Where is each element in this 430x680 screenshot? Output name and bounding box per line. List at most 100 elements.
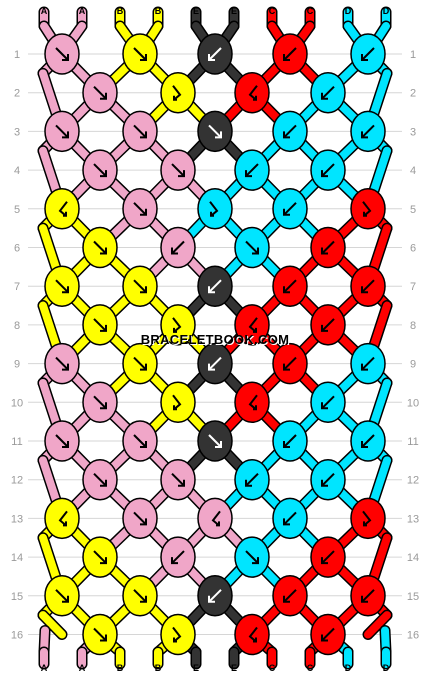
knot-arrow-icon	[93, 163, 107, 178]
arrow-head	[62, 441, 69, 448]
knot-arrow-icon	[172, 626, 182, 643]
arrow-head	[283, 441, 290, 448]
knot-arrow-icon	[248, 85, 258, 101]
row-label-left: 6	[14, 243, 20, 255]
arrow-shaft	[55, 589, 69, 603]
knot-arrow-icon	[361, 434, 375, 448]
arrow-head	[253, 327, 257, 333]
knot-arrow-icon	[362, 510, 372, 527]
top-string-label: E	[193, 6, 199, 16]
arrow-head	[62, 595, 69, 603]
arrow-head	[173, 405, 177, 411]
row-label-left: 4	[14, 165, 20, 177]
knot-arrow-icon	[55, 434, 69, 448]
arrow-head	[321, 92, 328, 100]
arrow-shaft	[321, 240, 335, 255]
arrow-shaft	[133, 434, 147, 448]
arrow-head	[361, 363, 368, 371]
knot-arrow-icon	[208, 47, 222, 61]
arrow-shaft	[171, 550, 185, 564]
arrow-head	[215, 441, 222, 448]
arrow-head	[140, 595, 147, 603]
arrow-shaft	[248, 626, 258, 643]
knot-arrow-icon	[133, 279, 147, 294]
knot-arrow-icon	[321, 240, 335, 255]
arrow-shaft	[245, 163, 259, 177]
edge-thread	[364, 611, 391, 639]
arrow-head	[140, 518, 147, 526]
row-label-right: 11	[407, 436, 418, 448]
arrow-head	[253, 637, 257, 643]
row-label-left: 13	[11, 513, 23, 525]
arrow-head	[216, 521, 220, 527]
arrow-shaft	[55, 279, 69, 293]
bottom-string-label: B	[117, 663, 124, 673]
arrow-shaft	[93, 395, 107, 410]
arrow-head	[63, 211, 67, 217]
arrow-shaft	[283, 356, 297, 371]
knot-arrow-icon	[283, 279, 297, 294]
arrow-shaft	[245, 240, 259, 255]
knot-arrow-icon	[171, 240, 185, 255]
arrow-head	[283, 131, 290, 139]
arrow-head	[173, 637, 177, 643]
row-label-left: 9	[14, 359, 20, 371]
top-string-label: E	[231, 6, 237, 16]
top-string-label: D	[383, 6, 390, 16]
knot-arrow-icon	[133, 589, 147, 603]
arrow-shaft	[321, 163, 335, 177]
bottom-string-label: D	[345, 663, 352, 673]
arrow-head	[283, 518, 290, 526]
knot-arrow-icon	[171, 550, 185, 565]
row-label-left: 2	[14, 88, 20, 100]
arrow-shaft	[361, 589, 375, 603]
knot-arrow-icon	[283, 356, 297, 371]
knot-arrow-icon	[245, 240, 259, 255]
row-label-right: 12	[407, 475, 419, 487]
knot-arrow-icon	[55, 124, 69, 139]
row-label-right: 15	[407, 591, 419, 603]
top-string-label: C	[307, 6, 314, 16]
row-label-left: 10	[11, 397, 23, 409]
arrow-head	[283, 286, 290, 294]
knot-arrow-icon	[55, 589, 69, 603]
arrow-shaft	[283, 434, 297, 448]
knot-arrow-icon	[321, 318, 335, 332]
knot-arrow-icon	[55, 47, 69, 61]
knot-arrow-icon	[245, 472, 259, 487]
bottom-string-label: C	[307, 663, 314, 673]
arrow-shaft	[208, 589, 222, 603]
arrow-shaft	[133, 511, 147, 526]
top-string-label: A	[79, 6, 86, 16]
arrow-shaft	[321, 472, 335, 487]
arrow-shaft	[283, 511, 297, 526]
arrow-shaft	[362, 201, 372, 217]
row-label-right: 14	[407, 552, 419, 564]
arrow-shaft	[208, 124, 222, 139]
knot-arrow-icon	[362, 201, 372, 217]
bottom-string-label: A	[41, 663, 48, 673]
arrow-shaft	[361, 47, 375, 61]
knot-arrow-icon	[58, 510, 68, 527]
bottom-string-label: D	[383, 663, 390, 673]
arrow-head	[173, 327, 177, 333]
row-label-right: 1	[410, 49, 416, 61]
knot-arrow-icon	[171, 472, 185, 487]
knot-arrow-icon	[361, 356, 375, 371]
arrow-head	[140, 54, 147, 61]
arrow-head	[62, 286, 69, 294]
arrow-head	[321, 324, 328, 332]
arrow-shaft	[93, 550, 107, 564]
arrow-shaft	[133, 356, 147, 371]
arrow-shaft	[172, 85, 182, 101]
arrow-shaft	[55, 356, 69, 371]
arrow-head	[321, 479, 328, 487]
knot-arrow-icon	[133, 434, 147, 448]
row-label-left: 11	[11, 436, 22, 448]
arrow-head	[208, 286, 215, 294]
arrow-shaft	[93, 472, 107, 487]
watermark-group: BRACELETBOOK.COM BRACELETBOOK.COM	[141, 332, 290, 348]
row-label-right: 7	[410, 281, 416, 293]
